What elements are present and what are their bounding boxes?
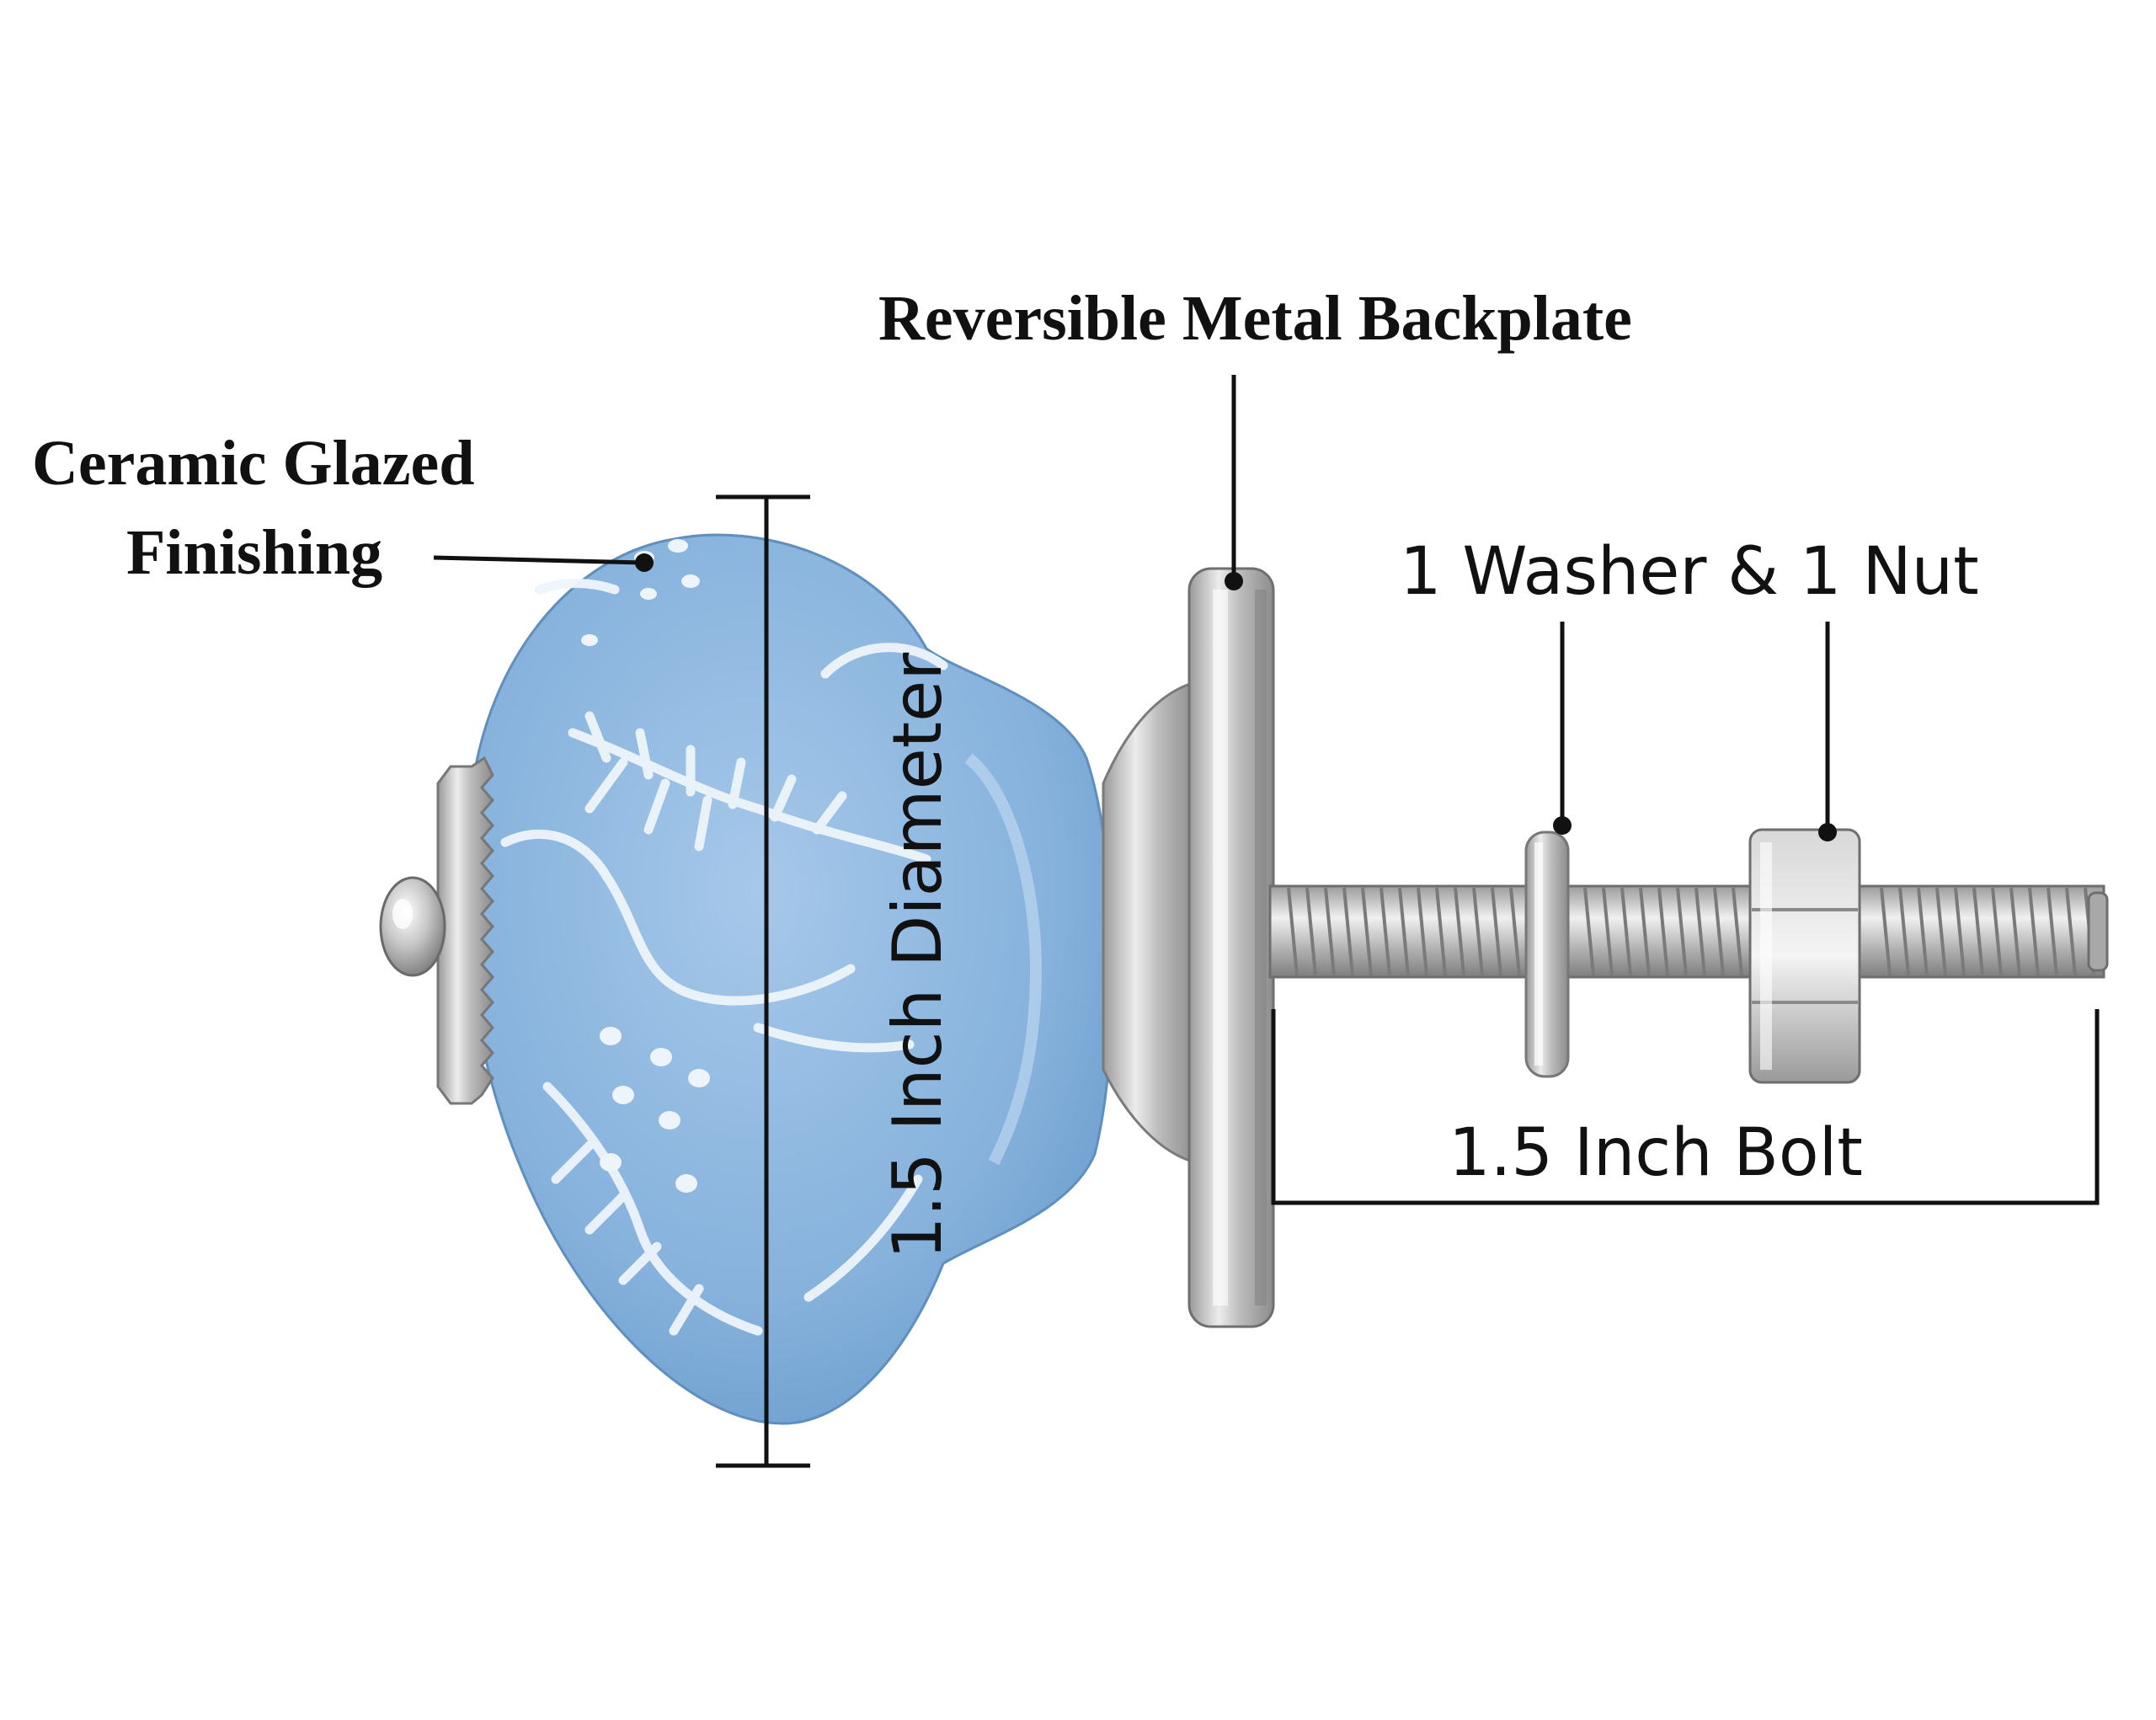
bolt-icon	[1268, 884, 2109, 979]
ceramic-knob-icon	[379, 533, 1114, 1425]
nut-leader-dot	[1818, 823, 1837, 841]
backplate-label: Reversible Metal Backplate	[878, 283, 1632, 354]
bolt-thread	[2047, 887, 2058, 976]
bolt-thread	[1713, 887, 1725, 976]
bolt-thread	[1324, 887, 1336, 976]
bolt-thread	[1361, 887, 1373, 976]
ceramic-label-line1: Ceramic Glazed	[32, 428, 475, 499]
bolt-thread	[1583, 887, 1595, 976]
bolt-thread	[1676, 887, 1688, 976]
ceramic-leader-dot	[635, 553, 654, 572]
bolt-thread	[1954, 887, 1966, 976]
bolt-thread	[1620, 887, 1632, 976]
bolt-thread	[1472, 887, 1484, 976]
bolt-thread	[1287, 887, 1299, 976]
washer-icon	[1524, 831, 1570, 1078]
bolt-thread	[2028, 887, 2040, 976]
bolt-thread	[1417, 887, 1428, 976]
bolt-thread	[1657, 887, 1669, 976]
bolt-thread	[1305, 887, 1317, 976]
backplate-leader-dot	[1225, 572, 1243, 590]
bolt-thread	[1454, 887, 1465, 976]
bolt-thread	[1880, 887, 1892, 976]
bolt-thread	[1398, 887, 1410, 976]
diameter-label: 1.5 Inch Diameter	[878, 652, 957, 1260]
bolt-thread	[1694, 887, 1706, 976]
bolt-thread	[1898, 887, 1910, 976]
bolt-thread	[1991, 887, 2003, 976]
ceramic-leader-line	[433, 555, 645, 565]
bolt-thread	[1917, 887, 1929, 976]
bolt-thread	[1380, 887, 1391, 976]
bolt-bracket	[1271, 1009, 2100, 1205]
bolt-thread	[1732, 887, 1743, 976]
bolt-thread	[1491, 887, 1502, 976]
bolt-thread	[1435, 887, 1447, 976]
bolt-thread	[1639, 887, 1651, 976]
bolt-thread	[1602, 887, 1614, 976]
washer-nut-label: 1 Washer & 1 Nut	[1400, 534, 1979, 610]
bolt-thread	[1509, 887, 1521, 976]
bolt-thread	[2065, 887, 2077, 976]
bolt-thread	[1972, 887, 1984, 976]
backplate-icon	[1102, 567, 1275, 1328]
washer-leader-dot	[1553, 816, 1572, 835]
bolt-length-label: 1.5 Inch Bolt	[1449, 1115, 1863, 1191]
ceramic-label-line2: Finishing	[126, 517, 383, 588]
bolt-thread	[1935, 887, 1947, 976]
annotation-lines	[433, 375, 2100, 1468]
nut-icon	[1748, 828, 1861, 1084]
bolt-thread	[2009, 887, 2021, 976]
bolt-thread	[1342, 887, 1354, 976]
